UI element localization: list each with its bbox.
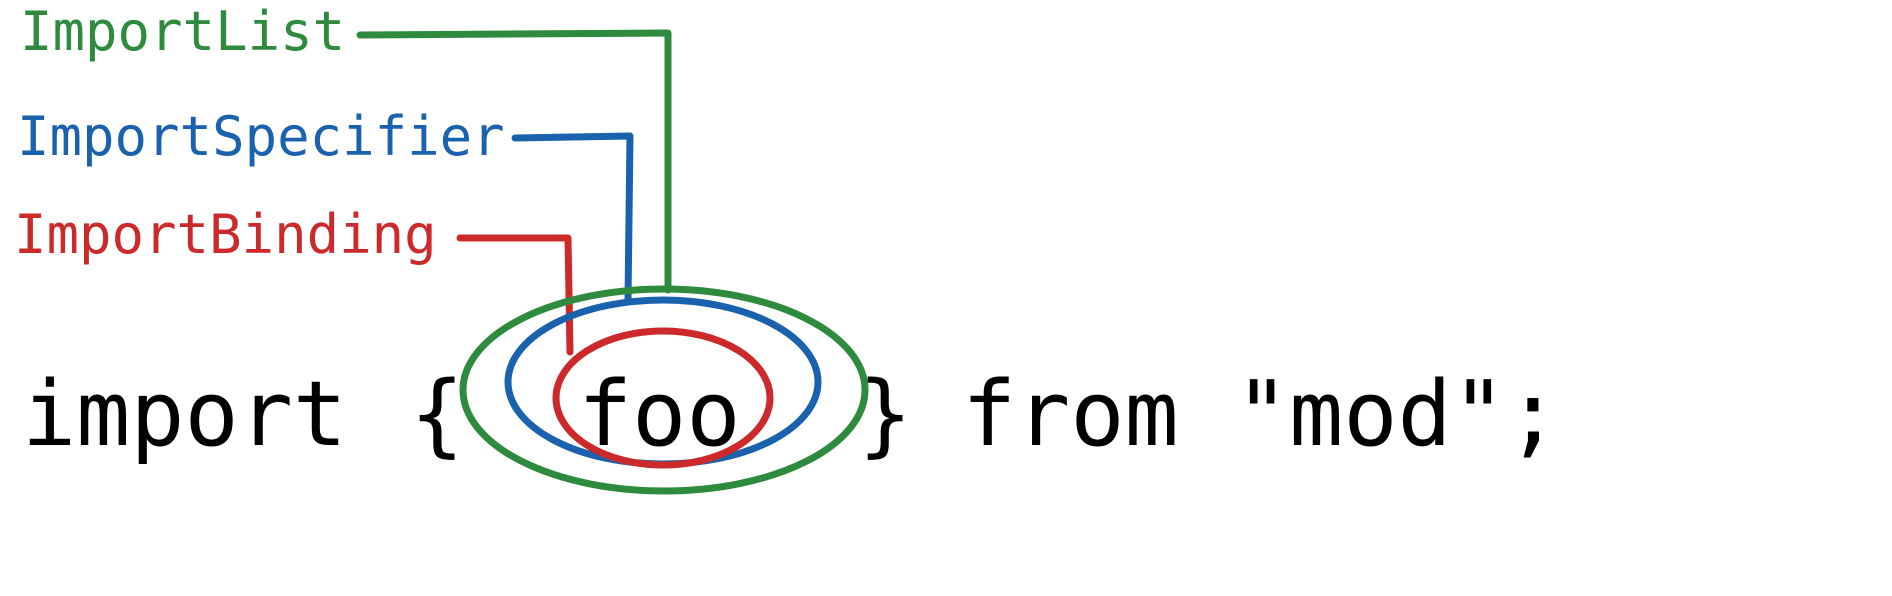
import-list-connector <box>356 29 672 294</box>
label-import-binding: ImportBinding <box>14 203 437 266</box>
code-open-brace: { <box>410 362 464 467</box>
label-import-specifier: ImportSpecifier <box>17 105 505 168</box>
code-keyword-from: from <box>962 362 1179 467</box>
import-binding-ellipse <box>552 327 774 469</box>
code-keyword-import: import <box>22 362 347 467</box>
code-identifier-foo: foo <box>578 362 741 467</box>
import-binding-connector <box>456 234 574 356</box>
import-specifier-connector <box>511 132 634 304</box>
code-module-string: "mod"; <box>1235 362 1560 467</box>
import-list-ellipse <box>459 285 869 495</box>
code-close-brace: } <box>858 362 912 467</box>
label-import-list: ImportList <box>20 0 345 63</box>
